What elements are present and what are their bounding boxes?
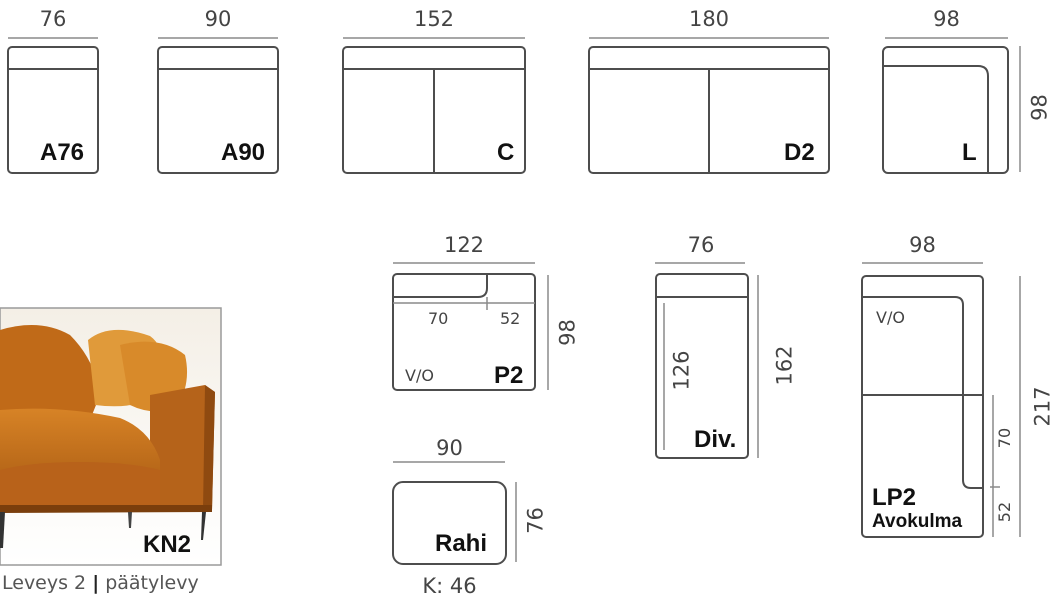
module-outlines <box>7 46 1009 565</box>
module-div-inner-depth: 126 <box>669 350 694 391</box>
photo-caption-left: Leveys 2 <box>2 572 87 594</box>
module-c-label: C <box>497 139 515 166</box>
module-p2-width: 122 <box>443 233 485 257</box>
module-a90-label: A90 <box>221 139 266 166</box>
module-lp2-outline <box>861 275 984 538</box>
module-p2-segment-left: 70 <box>428 309 449 328</box>
module-div-width: 76 <box>687 233 715 257</box>
module-lp2-label: LP2 <box>872 484 917 511</box>
sofa-photo <box>0 307 222 566</box>
module-p2-label: P2 <box>494 362 524 389</box>
module-d2-width: 180 <box>688 7 730 31</box>
photo-caption-right: päätylevy <box>105 572 199 594</box>
module-a90-width: 90 <box>204 7 232 31</box>
module-lp2-subtitle: Avokulma <box>872 511 963 532</box>
dimension-lines <box>8 37 1021 562</box>
module-div-outline <box>655 273 749 459</box>
module-l-label: L <box>962 139 977 166</box>
module-lp2-depth: 217 <box>1030 386 1055 427</box>
module-div-label: Div. <box>694 426 737 453</box>
module-lp2-segment-upper: 70 <box>995 427 1014 449</box>
module-rahi-depth: 76 <box>523 507 548 534</box>
module-l-depth: 98 <box>1027 94 1052 121</box>
module-d2-label: D2 <box>784 139 815 166</box>
module-p2-side: V/O <box>405 366 434 385</box>
module-lp2-width: 98 <box>909 233 936 257</box>
module-l-width: 98 <box>933 7 960 31</box>
module-c-width: 152 <box>413 7 455 31</box>
module-lp2-segment-lower: 52 <box>995 501 1014 523</box>
module-rahi-height-note: K: 46 <box>422 574 477 598</box>
photo-caption-separator: | <box>92 572 100 594</box>
module-rahi-label: Rahi <box>435 530 488 557</box>
module-rahi-outline <box>392 481 507 565</box>
module-a76-width: 76 <box>39 7 67 31</box>
module-div-depth: 162 <box>772 345 797 386</box>
module-rahi-width: 90 <box>436 436 463 460</box>
module-l-outline <box>882 46 1009 174</box>
photo-label: KN2 <box>143 531 192 558</box>
module-p2-depth: 98 <box>555 319 580 346</box>
module-p2-segment-right: 52 <box>500 309 521 328</box>
module-a76-outline <box>7 46 99 174</box>
module-a90-outline <box>157 46 279 174</box>
photo-caption: Leveys 2 | päätylevy <box>2 574 199 593</box>
module-lp2-side: V/O <box>876 308 905 327</box>
module-a76-label: A76 <box>40 139 85 166</box>
